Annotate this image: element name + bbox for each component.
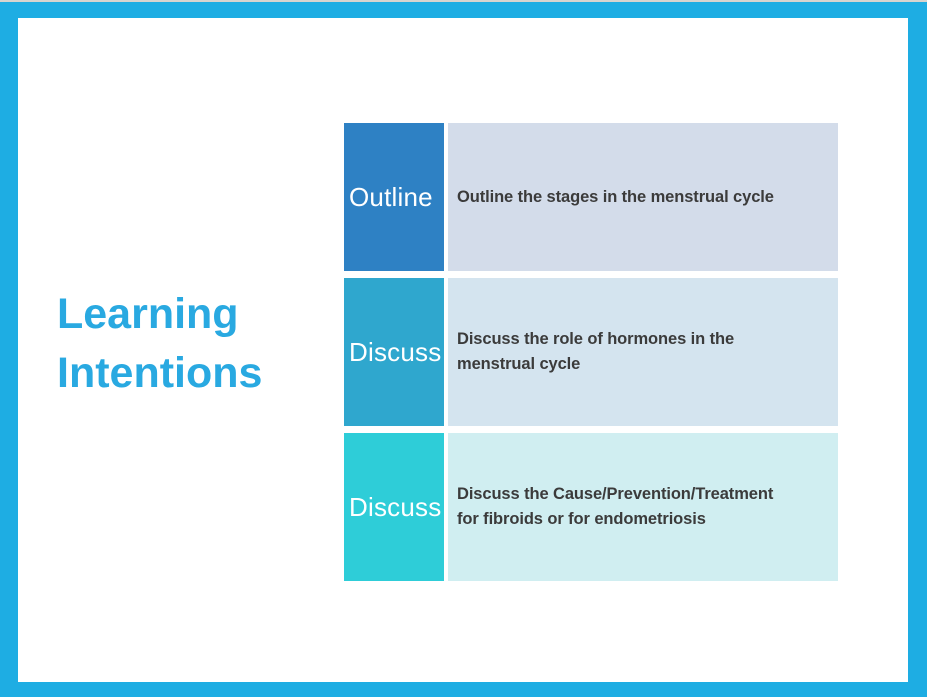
item-description-line: for fibroids or for endometriosis bbox=[457, 510, 706, 528]
slide-frame-bottom bbox=[0, 682, 927, 697]
list-item: Discuss Discuss the Cause/Prevention/Tre… bbox=[344, 433, 838, 581]
slide-frame-top bbox=[0, 2, 927, 18]
window-top-hairline bbox=[0, 0, 927, 2]
item-verb-label: Outline bbox=[349, 181, 433, 212]
item-description-line: menstrual cycle bbox=[457, 355, 581, 373]
item-description: Outline the stages in the menstrual cycl… bbox=[448, 123, 838, 271]
slide-title: Learning Intentions bbox=[57, 285, 262, 403]
item-description-line: Outline the stages in the menstrual cycl… bbox=[457, 187, 774, 206]
item-verb-badge: Discuss bbox=[344, 278, 444, 426]
slide-frame-right bbox=[908, 2, 927, 697]
item-description: Discuss the role of hormones in the mens… bbox=[448, 278, 838, 426]
slide-title-line-1: Learning bbox=[57, 290, 239, 338]
item-verb-badge: Discuss bbox=[344, 433, 444, 581]
slide-frame-left bbox=[0, 2, 18, 697]
item-verb-label: Discuss bbox=[349, 491, 442, 522]
item-verb-badge: Outline bbox=[344, 123, 444, 271]
learning-intentions-list: Outline Outline the stages in the menstr… bbox=[344, 123, 838, 581]
item-description-line: Discuss the Cause/Prevention/Treatment bbox=[457, 485, 774, 503]
list-item: Discuss Discuss the role of hormones in … bbox=[344, 278, 838, 426]
item-verb-label: Discuss bbox=[349, 336, 442, 367]
item-description: Discuss the Cause/Prevention/Treatment f… bbox=[448, 433, 838, 581]
slide-title-line-2: Intentions bbox=[57, 349, 263, 397]
item-description-line: Discuss the role of hormones in the bbox=[457, 330, 735, 348]
list-item: Outline Outline the stages in the menstr… bbox=[344, 123, 838, 271]
